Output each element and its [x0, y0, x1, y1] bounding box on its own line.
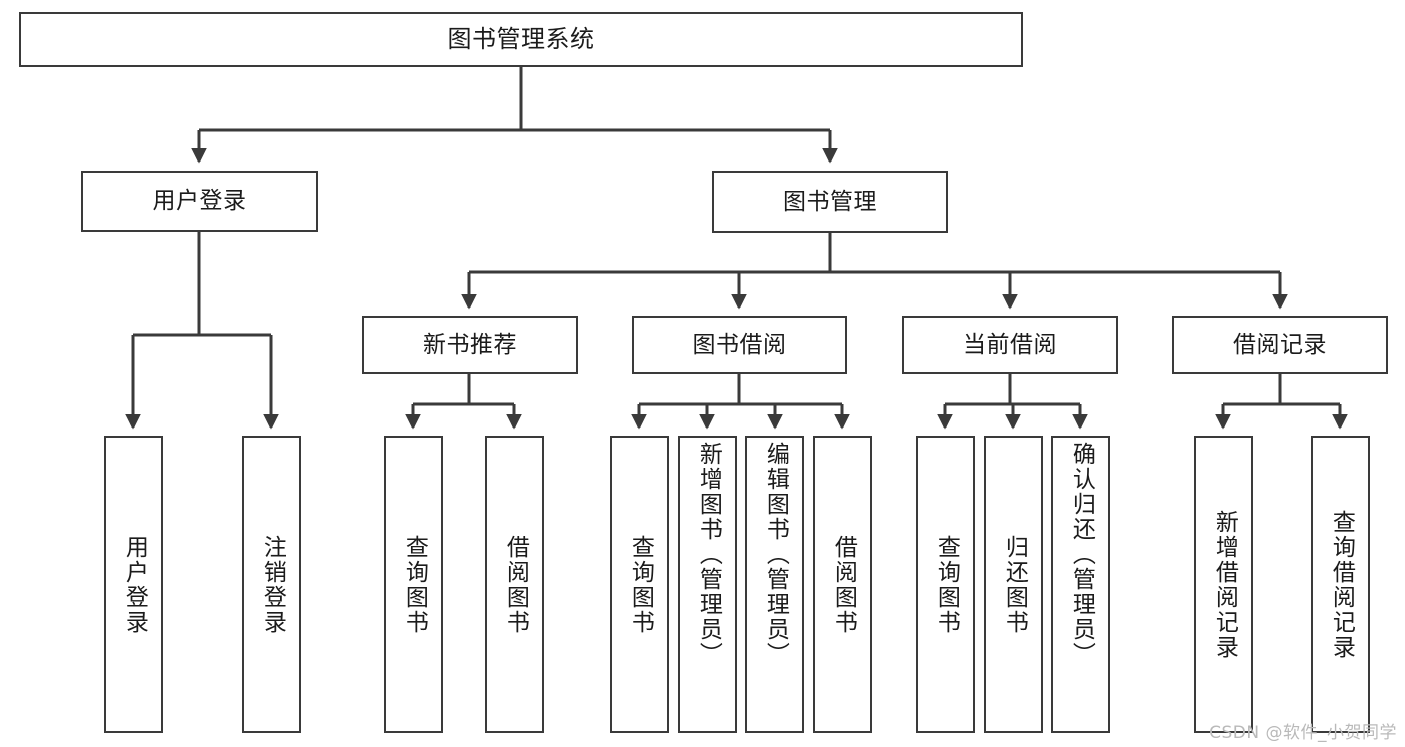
- node-root-label: 图书管理系统: [447, 24, 595, 53]
- node-borrow-record[interactable]: 借阅记录: [1172, 316, 1388, 374]
- node-leaf-query-book-2-label: 查询图书: [627, 534, 654, 635]
- node-user-login[interactable]: 用户登录: [81, 171, 318, 232]
- node-leaf-add-book[interactable]: 新增图书（管理员）: [678, 436, 737, 733]
- node-current-borrow-label: 当前借阅: [963, 331, 1057, 358]
- node-leaf-confirm-return[interactable]: 确认归还（管理员）: [1051, 436, 1110, 733]
- node-current-borrow[interactable]: 当前借阅: [902, 316, 1118, 374]
- node-leaf-confirm-return-label: 确认归还（管理员）: [1068, 442, 1095, 667]
- node-leaf-borrow-book-2[interactable]: 借阅图书: [813, 436, 872, 733]
- node-leaf-edit-book[interactable]: 编辑图书（管理员）: [745, 436, 804, 733]
- node-leaf-logout[interactable]: 注销登录: [242, 436, 301, 733]
- node-leaf-query-book-3[interactable]: 查询图书: [916, 436, 975, 733]
- node-new-book-recommend[interactable]: 新书推荐: [362, 316, 578, 374]
- node-leaf-query-book-2[interactable]: 查询图书: [610, 436, 669, 733]
- node-leaf-edit-book-label: 编辑图书（管理员）: [762, 442, 789, 667]
- node-leaf-return-book[interactable]: 归还图书: [984, 436, 1043, 733]
- node-leaf-borrow-book-1[interactable]: 借阅图书: [485, 436, 544, 733]
- csdn-watermark: CSDN @软件_小贺同学: [1209, 723, 1397, 743]
- node-leaf-add-book-label: 新增图书（管理员）: [695, 442, 722, 667]
- node-book-manage[interactable]: 图书管理: [712, 171, 948, 233]
- node-borrow-record-label: 借阅记录: [1233, 331, 1327, 358]
- node-book-borrow[interactable]: 图书借阅: [632, 316, 847, 374]
- node-leaf-borrow-book-1-label: 借阅图书: [502, 534, 529, 635]
- node-leaf-user-login-label: 用户登录: [121, 534, 148, 635]
- node-leaf-query-record-label: 查询借阅记录: [1328, 509, 1355, 660]
- node-root[interactable]: 图书管理系统: [19, 12, 1023, 67]
- node-leaf-borrow-book-2-label: 借阅图书: [830, 534, 857, 635]
- node-leaf-query-book-3-label: 查询图书: [933, 534, 960, 635]
- node-leaf-user-login[interactable]: 用户登录: [104, 436, 163, 733]
- node-leaf-logout-label: 注销登录: [259, 534, 286, 635]
- node-leaf-query-record[interactable]: 查询借阅记录: [1311, 436, 1370, 733]
- node-book-borrow-label: 图书借阅: [692, 331, 787, 358]
- node-leaf-return-book-label: 归还图书: [1001, 534, 1028, 635]
- node-new-book-recommend-label: 新书推荐: [423, 331, 517, 358]
- node-book-manage-label: 图书管理: [783, 188, 877, 215]
- node-leaf-add-record-label: 新增借阅记录: [1211, 509, 1238, 660]
- node-user-login-label: 用户登录: [152, 188, 247, 215]
- node-leaf-query-book-1-label: 查询图书: [401, 534, 428, 635]
- node-leaf-add-record[interactable]: 新增借阅记录: [1194, 436, 1253, 733]
- node-leaf-query-book-1[interactable]: 查询图书: [384, 436, 443, 733]
